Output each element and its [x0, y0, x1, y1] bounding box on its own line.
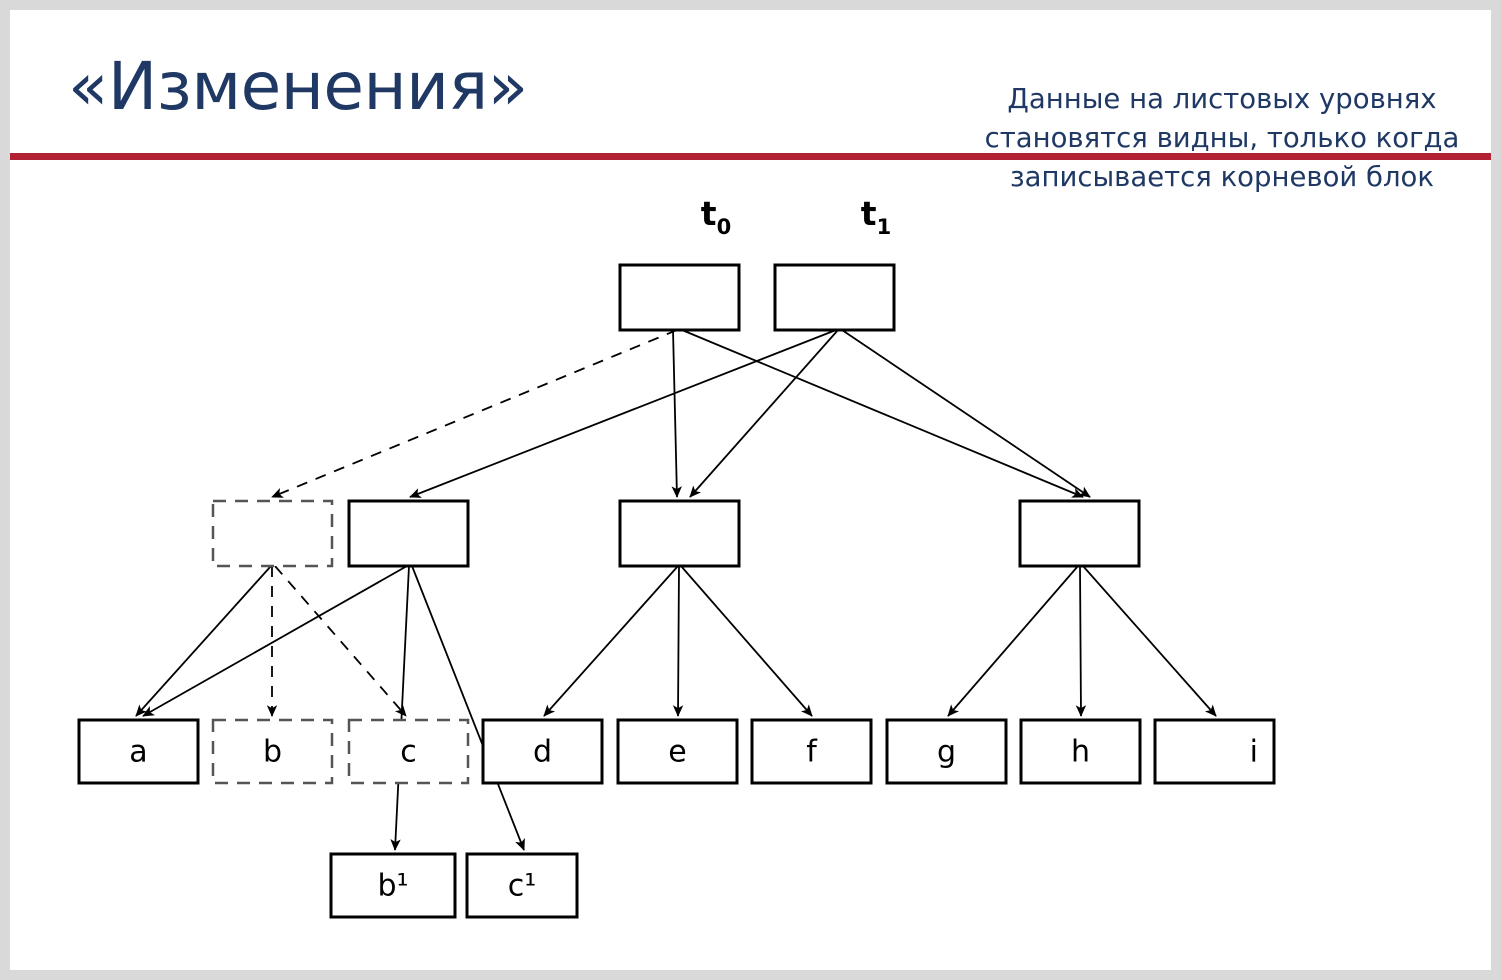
edge-mid_old-to-leaf_a	[135, 565, 272, 717]
edge-mid_new-to-leaf_a	[142, 565, 408, 717]
annotation-note: Данные на листовых уровнях становятся ви…	[966, 80, 1478, 197]
node-mid_c[interactable]	[618, 499, 741, 568]
node-mid_new[interactable]	[347, 499, 470, 568]
annotation-line-1: Данные на листовых уровнях	[1007, 83, 1437, 115]
time-label-t1: t1	[861, 194, 891, 239]
node-leaf_c[interactable]: c	[347, 718, 470, 785]
edge-mid_r-to-leaf_g	[947, 565, 1079, 717]
node-box-mid_c	[618, 499, 741, 568]
node-leaf_g[interactable]: g	[885, 718, 1008, 785]
node-label-leaf_d: d	[533, 735, 552, 770]
node-root0[interactable]	[618, 263, 741, 332]
node-box-mid_r	[1018, 499, 1141, 568]
diagram-time-labels: t0 t1	[701, 194, 891, 239]
node-box-root1	[773, 263, 896, 332]
node-box-leaf_h	[1019, 718, 1142, 785]
node-box-leaf_c	[347, 718, 470, 785]
node-label-leaf_e: e	[668, 735, 686, 770]
node-root1[interactable]	[773, 263, 896, 332]
node-label-leaf_c: c	[400, 735, 417, 770]
edge-root1-to-mid_c	[689, 329, 839, 498]
tree-diagram: a b c d e f g h i b¹ c¹ t0 t1	[10, 160, 1491, 970]
node-leaf_b1[interactable]: b¹	[329, 852, 457, 919]
page-title: «Изменения»	[68, 48, 528, 125]
edge-mid_c-to-leaf_d	[543, 565, 679, 717]
time-label-t0: t0	[701, 194, 731, 239]
node-mid_old[interactable]	[211, 499, 334, 568]
node-box-leaf_b1	[329, 852, 457, 919]
edge-root0-to-mid_old	[271, 329, 678, 498]
node-label-leaf_b: b	[263, 735, 282, 770]
node-label-leaf_h: h	[1071, 735, 1090, 770]
diagram-edges	[135, 329, 1217, 851]
annotation-line-3: записывается корневой блок	[1010, 161, 1434, 194]
edge-mid_r-to-leaf_i	[1082, 565, 1217, 717]
node-leaf_f[interactable]: f	[750, 718, 873, 785]
edge-root0-to-mid_c	[671, 329, 682, 498]
node-mid_r[interactable]	[1018, 499, 1141, 568]
node-box-leaf_e	[616, 718, 739, 785]
node-box-leaf_g	[885, 718, 1008, 785]
edge-mid_old-to-leaf_c	[274, 565, 407, 717]
node-label-leaf_i: i	[1250, 735, 1258, 770]
edge-mid_r-to-leaf_h	[1075, 565, 1087, 717]
node-leaf_h[interactable]: h	[1019, 718, 1142, 785]
node-label-leaf_f: f	[806, 735, 818, 770]
node-box-leaf_b	[211, 718, 334, 785]
edge-root1-to-mid_r	[841, 329, 1091, 498]
node-box-leaf_d	[481, 718, 604, 785]
node-leaf_a[interactable]: a	[77, 718, 200, 785]
node-leaf_b[interactable]: b	[211, 718, 334, 785]
node-box-mid_old	[211, 499, 334, 568]
slide-header: «Изменения»	[10, 10, 1491, 153]
node-label-leaf_b1: b¹	[377, 869, 408, 904]
node-leaf_c1[interactable]: c¹	[465, 852, 579, 919]
node-label-leaf_c1: c¹	[508, 869, 537, 904]
edge-mid_c-to-leaf_f	[680, 565, 813, 717]
node-leaf_i[interactable]: i	[1153, 718, 1276, 785]
node-box-leaf_c1	[465, 852, 579, 919]
diagram-nodes: a b c d e f g h i b¹ c¹	[77, 263, 1276, 919]
title-divider	[10, 153, 1491, 160]
slide: «Изменения» Данные на листовых уровнях с…	[10, 10, 1491, 970]
node-box-leaf_i	[1153, 718, 1276, 785]
node-label-leaf_a: a	[129, 735, 147, 770]
node-box-leaf_f	[750, 718, 873, 785]
node-box-mid_new	[347, 499, 470, 568]
annotation-line-2: становятся видны, только когда	[984, 122, 1460, 155]
node-box-root0	[618, 263, 741, 332]
node-label-leaf_g: g	[937, 735, 956, 770]
edge-mid_c-to-leaf_e	[672, 565, 684, 717]
edge-root1-to-mid_new	[409, 329, 837, 498]
edge-mid_new-to-leaf_b1	[390, 565, 410, 851]
node-box-leaf_a	[77, 718, 200, 785]
edge-root0-to-mid_r	[681, 329, 1084, 498]
node-leaf_d[interactable]: d	[481, 718, 604, 785]
node-leaf_e[interactable]: e	[616, 718, 739, 785]
edge-mid_new-to-leaf_c1	[411, 565, 525, 851]
